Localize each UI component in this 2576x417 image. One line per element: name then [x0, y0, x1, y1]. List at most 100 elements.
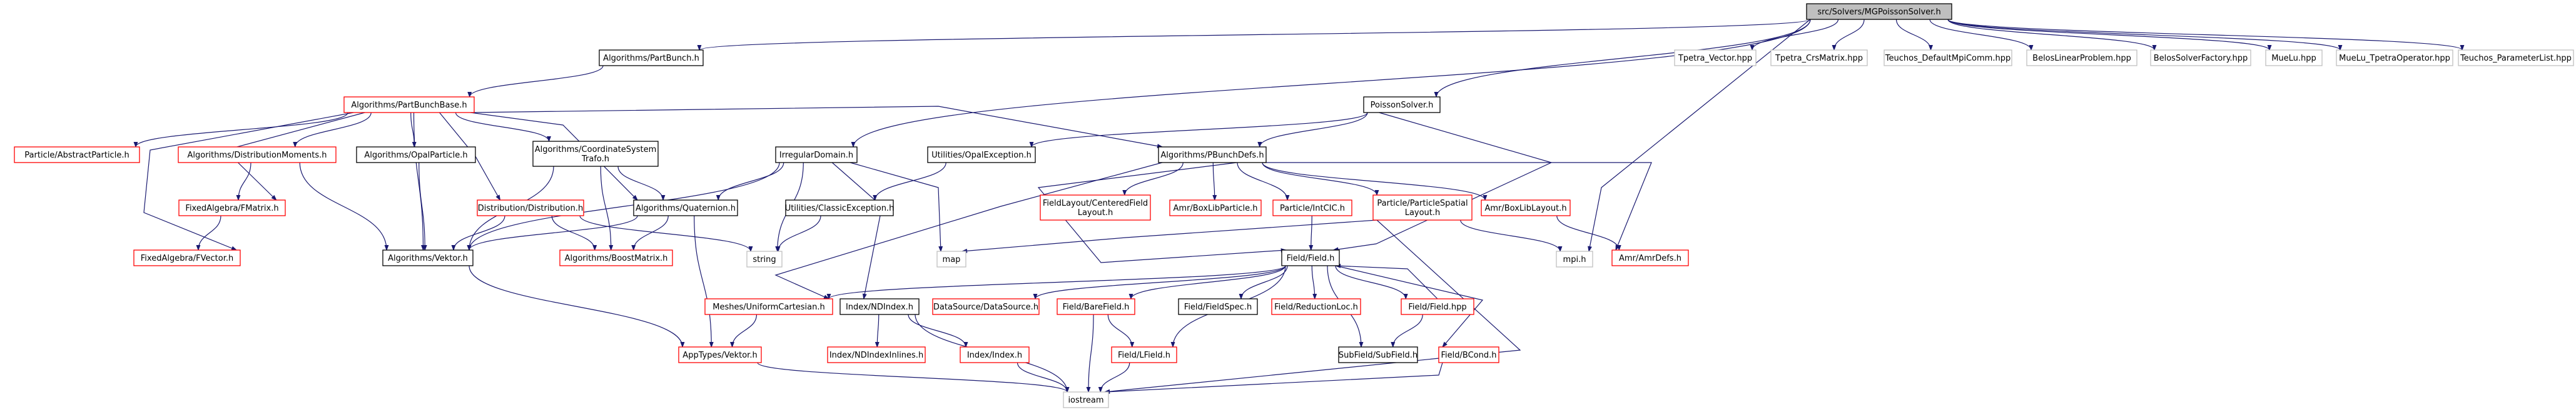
node-uniformcartesian[interactable]: Meshes/UniformCartesian.h — [704, 298, 833, 315]
arrowhead — [748, 246, 753, 253]
node-irregulardomain[interactable]: IrregularDomain.h — [775, 146, 858, 163]
arrowhead — [236, 194, 241, 201]
node-root[interactable]: src/Solvers/MGPoissonSolver.h — [1806, 3, 1952, 20]
edge-pbunchdefs-to-particlespatial — [1262, 162, 1379, 196]
node-box — [1272, 199, 1352, 216]
node-box — [1438, 346, 1499, 363]
node-label: FieldLayout/CenteredField — [1043, 199, 1148, 208]
node-label: src/Solvers/MGPoissonSolver.h — [1817, 8, 1940, 17]
edge-line — [1212, 162, 1215, 201]
edge-barefield-to-lfield — [1107, 314, 1135, 348]
edge-line — [1895, 19, 1932, 51]
edge-line — [875, 162, 946, 201]
edge-irregulardomain-to-ndindex — [831, 162, 883, 300]
node-poissonsolver[interactable]: PoissonSolver.h — [1363, 96, 1441, 113]
node-label: Distribution/Distribution.h — [478, 204, 583, 213]
node-ndindex[interactable]: Index/NDIndex.h — [839, 298, 920, 315]
arrowhead — [133, 141, 138, 148]
arrowhead — [1086, 386, 1091, 393]
node-muelu_tpetra: MueLu_TpetraOperator.hpp — [2336, 49, 2453, 66]
node-indexh[interactable]: Index/Index.h — [960, 346, 1030, 363]
arrowhead — [2460, 44, 2465, 51]
node-quaternion[interactable]: Algorithms/Quaternion.h — [633, 199, 738, 216]
edge-line — [1107, 314, 1133, 348]
edge-partbunchbase-to-abstractparticle — [133, 112, 348, 148]
node-abstractparticle[interactable]: Particle/AbstractParticle.h — [14, 146, 140, 163]
edge-line — [828, 265, 1286, 299]
edge-line — [1262, 162, 1486, 201]
edge-root-to-mpih — [1588, 19, 1811, 253]
edge-line — [1259, 112, 1368, 148]
node-amrboxliblayout[interactable]: Amr/BoxLibLayout.h — [1481, 199, 1571, 216]
edge-line — [617, 166, 664, 201]
node-fieldspec[interactable]: Field/FieldSpec.h — [1178, 298, 1258, 315]
edge-quaternion-to-vektor — [467, 215, 638, 251]
arrowhead — [1285, 194, 1290, 201]
node-classicexception[interactable]: Utilities/ClassicException.h — [785, 199, 895, 216]
edge-line — [1037, 162, 1286, 263]
node-barefield[interactable]: Field/BareField.h — [1057, 298, 1135, 315]
node-reductionloc[interactable]: Field/ReductionLoc.h — [1271, 298, 1361, 315]
node-datasource[interactable]: DataSource/DataSource.h — [932, 298, 1040, 315]
edge-root-to-irregulardomain — [851, 19, 1811, 148]
edge-partbunch-to-partbunchbase — [467, 65, 604, 98]
node-boostmatrix[interactable]: Algorithms/BoostMatrix.h — [559, 249, 673, 266]
edge-fmatrix-to-fvector — [196, 215, 221, 251]
node-subfield[interactable]: SubField/SubField.h — [1338, 346, 1418, 363]
node-box — [927, 146, 1036, 163]
arrowhead — [467, 91, 472, 98]
node-teuchos_mpi: Teuchos_DefaultMpiComm.hpp — [1884, 49, 2012, 66]
node-box — [356, 146, 476, 163]
dependency-edges — [133, 19, 2465, 394]
arrowhead — [1434, 91, 1439, 98]
node-apptypes_vektor[interactable]: AppTypes/Vektor.h — [678, 346, 762, 363]
node-pbunchdefs[interactable]: Algorithms/PBunchDefs.h — [1158, 146, 1267, 163]
node-opalparticle[interactable]: Algorithms/OpalParticle.h — [356, 146, 476, 163]
node-label: Teuchos_ParameterList.hpp — [2460, 54, 2572, 63]
node-box — [1063, 391, 1109, 408]
node-intcic[interactable]: Particle/IntCIC.h — [1272, 199, 1352, 216]
node-field[interactable]: Field/Field.h — [1281, 249, 1340, 266]
edge-pbunchdefs-to-amrboxlibparticle — [1212, 162, 1217, 201]
edge-line — [731, 314, 758, 348]
node-opalexception[interactable]: Utilities/OpalException.h — [927, 146, 1036, 163]
node-fieldhpp[interactable]: Field/Field.hpp — [1401, 298, 1474, 315]
node-ndindexinlines[interactable]: Index/NDIndexInlines.h — [827, 346, 926, 363]
arrowhead — [2029, 44, 2034, 51]
node-box — [2265, 49, 2323, 66]
arrowhead — [1257, 141, 1262, 148]
node-fmatrix[interactable]: FixedAlgebra/FMatrix.h — [178, 199, 286, 216]
node-label: Field/Field.h — [1287, 254, 1335, 263]
node-label: Particle/IntCIC.h — [1280, 204, 1345, 213]
node-box — [1884, 49, 2012, 66]
arrowhead — [1750, 44, 1755, 51]
node-box — [178, 146, 337, 163]
node-amrboxlibparticle[interactable]: Amr/BoxLibParticle.h — [1169, 199, 1262, 216]
node-amrdefs[interactable]: Amr/AmrDefs.h — [1611, 249, 1689, 266]
edge-line — [718, 162, 784, 201]
edge-line — [1947, 19, 2155, 51]
edge-line — [469, 265, 683, 348]
node-partbunch[interactable]: Algorithms/PartBunch.h — [599, 49, 704, 66]
node-fvector[interactable]: FixedAlgebra/FVector.h — [133, 249, 241, 266]
node-distmoments[interactable]: Algorithms/DistributionMoments.h — [178, 146, 337, 163]
node-bcond[interactable]: Field/BCond.h — [1438, 346, 1499, 363]
edge-line — [579, 215, 751, 252]
node-lfield[interactable]: Field/LField.h — [1111, 346, 1177, 363]
node-partbunchbase[interactable]: Algorithms/PartBunchBase.h — [343, 96, 475, 113]
edge-line — [470, 112, 638, 201]
arrowhead — [776, 246, 781, 253]
edge-root-to-muelu_tpetra — [1947, 19, 2343, 51]
node-box — [1271, 298, 1361, 315]
node-label: Algorithms/PartBunchBase.h — [351, 101, 467, 110]
node-label: MueLu_TpetraOperator.hpp — [2339, 54, 2450, 63]
node-distribution[interactable]: Distribution/Distribution.h — [477, 199, 584, 216]
node-vektor[interactable]: Algorithms/Vektor.h — [382, 249, 474, 266]
edge-line — [757, 362, 1068, 393]
edge-line — [1335, 265, 1438, 299]
node-box — [1401, 298, 1474, 315]
